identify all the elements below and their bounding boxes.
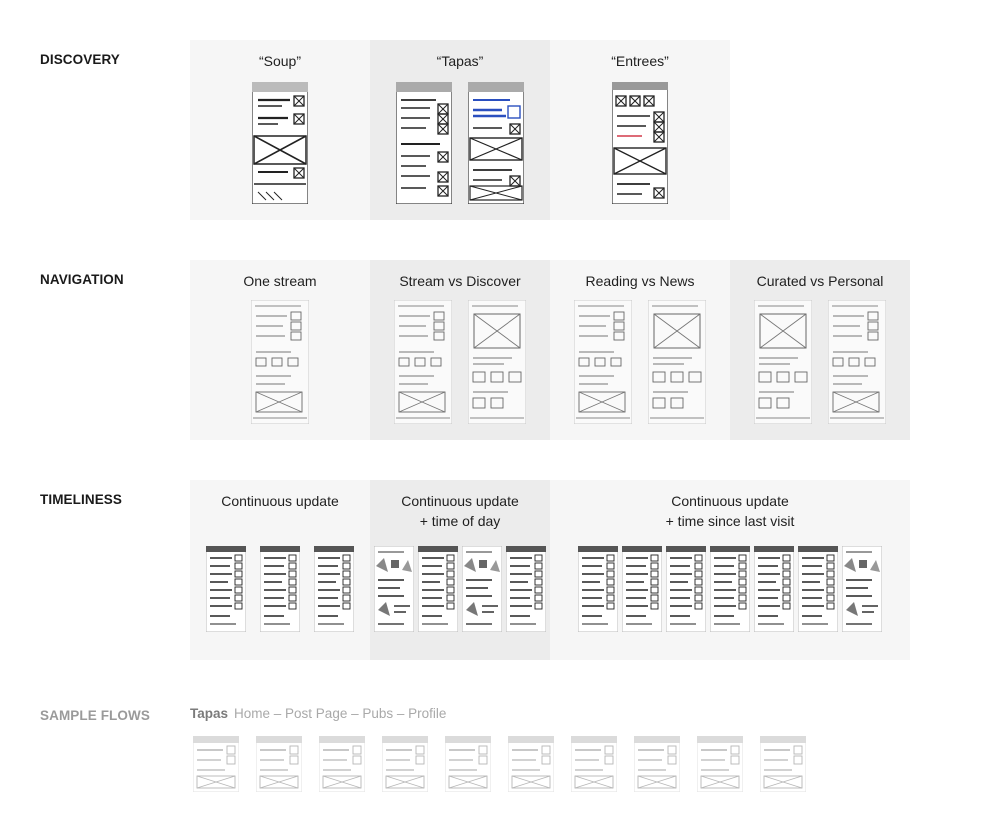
wireframe-sketch-icon — [842, 546, 882, 632]
wireframe-sketch-icon — [710, 546, 750, 632]
panel-reading-vs-news: Reading vs News — [550, 260, 730, 440]
wireframe-sketch-icon — [754, 546, 794, 632]
panel-one-stream: One stream — [190, 260, 370, 440]
panel-title: One stream — [243, 273, 317, 289]
panel-title: Reading vs News — [585, 273, 695, 289]
wireframe-sketch-icon[interactable] — [571, 736, 617, 792]
wireframe-sketch-icon — [828, 300, 886, 424]
wireframe-sketch-icon[interactable] — [445, 736, 491, 792]
flow-tab-tapas[interactable]: Tapas — [190, 706, 229, 721]
wireframe-sketch-icon — [462, 546, 502, 632]
wireframe-sketch-icon[interactable] — [634, 736, 680, 792]
panel-time-of-day: Continuous update + time of day — [370, 480, 550, 660]
wireframe-sketch-icon — [251, 300, 309, 424]
panel-entrees: “Entrees” — [550, 40, 730, 220]
section-label-navigation: NAVIGATION — [40, 272, 124, 287]
panel-title: Continuous update + time of day — [401, 493, 519, 529]
wireframe-sketch-icon — [252, 82, 308, 204]
wireframe-sketch-icon[interactable] — [319, 736, 365, 792]
wireframe-sketch-icon — [468, 82, 524, 204]
wireframe-sketch-icon — [612, 82, 668, 204]
wireframe-sketch-icon — [578, 546, 618, 632]
wireframe-sketch-icon — [648, 300, 706, 424]
wireframe-sketch-icon — [468, 300, 526, 424]
wireframe-sketch-icon — [418, 546, 458, 632]
wireframe-sketch-icon[interactable] — [508, 736, 554, 792]
flow-steps: Home – Post Page – Pubs – Profile — [234, 706, 447, 721]
panel-title: Continuous update — [221, 493, 339, 509]
wireframe-sketch-icon — [206, 546, 246, 632]
wireframe-sketch-icon — [574, 300, 632, 424]
wireframe-sketch-icon — [798, 546, 838, 632]
panel-title: “Entrees” — [611, 53, 669, 69]
panel-soup: “Soup” — [190, 40, 370, 220]
wireframe-sketch-icon — [314, 546, 354, 632]
wireframe-sketch-icon[interactable] — [256, 736, 302, 792]
wireframe-sketch-icon — [260, 546, 300, 632]
wireframe-sketch-icon — [374, 546, 414, 632]
section-label-discovery: DISCOVERY — [40, 52, 120, 67]
panel-time-since-last-visit: Continuous update + time since last visi… — [550, 480, 910, 660]
section-label-timeliness: TIMELINESS — [40, 492, 123, 507]
panel-title: “Tapas” — [436, 53, 484, 69]
panel-stream-vs-discover: Stream vs Discover — [370, 260, 550, 440]
sample-flows-nav: Tapas Home – Post Page – Pubs – Profile — [190, 706, 446, 721]
wireframe-sketch-icon — [394, 300, 452, 424]
wireframe-sketch-icon[interactable] — [382, 736, 428, 792]
wireframe-sketch-icon — [666, 546, 706, 632]
panel-title: Continuous update + time since last visi… — [665, 493, 795, 529]
panel-curated-vs-personal: Curated vs Personal — [730, 260, 910, 440]
panel-continuous-update: Continuous update — [190, 480, 370, 660]
wireframe-sketch-icon — [754, 300, 812, 424]
wireframe-sketch-icon[interactable] — [760, 736, 806, 792]
panel-title: Stream vs Discover — [399, 273, 521, 289]
panel-tapas: “Tapas” — [370, 40, 550, 220]
wireframe-sketch-icon — [396, 82, 452, 204]
wireframe-sketch-icon[interactable] — [697, 736, 743, 792]
wireframe-sketch-icon[interactable] — [193, 736, 239, 792]
wireframe-sketch-icon — [622, 546, 662, 632]
panel-title: Curated vs Personal — [756, 273, 884, 289]
wireframe-sketch-icon — [506, 546, 546, 632]
section-label-sample-flows: SAMPLE FLOWS — [40, 708, 150, 723]
sample-flow-thumbnails — [193, 736, 806, 792]
panel-title: “Soup” — [258, 53, 302, 69]
